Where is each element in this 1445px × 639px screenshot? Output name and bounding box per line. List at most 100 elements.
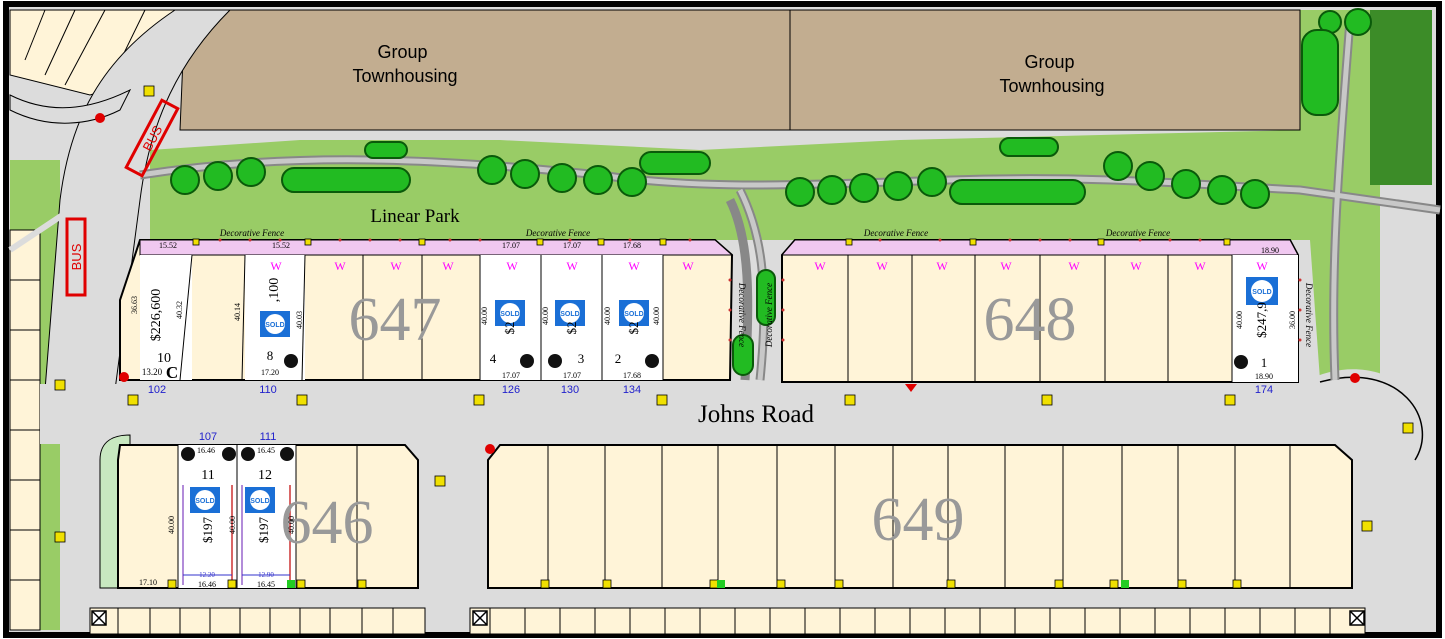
svg-text:W: W xyxy=(506,259,518,273)
left-lot-lines xyxy=(10,279,40,581)
bus-label-lower: BUS xyxy=(69,243,84,270)
lot-10[interactable]: 15.52 36.63 40.32 $226,600 10 13.20 102 xyxy=(130,241,184,396)
linear-park-label: Linear Park xyxy=(370,206,460,227)
sold-badge-lot-12: SOLD xyxy=(245,487,275,513)
hydrant-markers xyxy=(95,113,1360,454)
block-649[interactable] xyxy=(487,444,1353,589)
lot-2[interactable]: 17.68 40.00 40.00 $2 2 17.68 134 xyxy=(603,241,661,396)
fence-dots xyxy=(218,238,1302,342)
group-townhousing-2-line-1: Group xyxy=(1024,52,1074,72)
svg-text:1: 1 xyxy=(1261,355,1268,370)
svg-text:107: 107 xyxy=(199,431,217,443)
svg-text:130: 130 xyxy=(561,384,579,396)
svg-text:126: 126 xyxy=(502,384,520,396)
svg-text:$2: $2 xyxy=(626,322,641,335)
svg-text:40.00: 40.00 xyxy=(167,516,176,534)
svg-text:17.10: 17.10 xyxy=(139,578,157,587)
cul-de-sac xyxy=(1300,369,1420,466)
svg-text:3: 3 xyxy=(578,351,585,366)
svg-text:4: 4 xyxy=(490,351,497,366)
cul-de-sac-edge xyxy=(1319,376,1424,461)
svg-text:36.00: 36.00 xyxy=(1288,311,1297,329)
block-649-label: 649 xyxy=(872,486,965,554)
lot-12[interactable]: 111 16.45 12 40.00 40.00 $197 12.90 16.4… xyxy=(228,431,296,589)
svg-text:Decorative Fence: Decorative Fence xyxy=(764,283,774,348)
svg-text:$247,9: $247,9 xyxy=(1254,302,1269,338)
svg-text:111: 111 xyxy=(260,431,277,443)
group-townhousing-1-label: Group Townhousing xyxy=(352,42,457,86)
block-648-label: 648 xyxy=(984,286,1077,354)
svg-text:$226,600: $226,600 xyxy=(149,289,164,342)
svg-text:SOLD: SOLD xyxy=(250,498,269,505)
group-townhousing-1-area xyxy=(179,9,791,131)
shrubs xyxy=(281,29,1339,376)
group-townhousing-2-line-2: Townhousing xyxy=(999,76,1104,96)
bottom-lots-left xyxy=(89,607,426,635)
group-townhousing-2-label: Group Townhousing xyxy=(999,52,1104,96)
svg-text:W: W xyxy=(390,259,402,273)
svg-text:Decorative Fence: Decorative Fence xyxy=(1304,282,1314,347)
lot-tree-dots xyxy=(181,354,1248,461)
svg-text:16.45: 16.45 xyxy=(257,580,275,589)
lot-11[interactable]: 107 16.46 11 40.00 $197 12.20 16.46 17.1… xyxy=(139,431,217,589)
svg-text:10: 10 xyxy=(157,351,171,366)
bus-stop-lower[interactable]: BUS xyxy=(65,217,87,297)
svg-text:W: W xyxy=(814,259,826,273)
svg-text:11: 11 xyxy=(201,468,214,483)
svg-text:174: 174 xyxy=(1255,384,1273,396)
svg-text:W: W xyxy=(566,259,578,273)
svg-text:Decorative Fence: Decorative Fence xyxy=(863,228,928,238)
svg-text:W: W xyxy=(270,259,282,273)
lot-4[interactable]: 17.07 40.00 $2 4 17.07 126 xyxy=(480,241,520,396)
fence-labels: Decorative Fence Decorative Fence Decora… xyxy=(219,228,1314,348)
group-townhousing-2-area xyxy=(789,9,1301,131)
mailbox-markers xyxy=(54,85,1414,543)
svg-text:12.20: 12.20 xyxy=(199,571,215,579)
svg-text:W: W xyxy=(628,259,640,273)
svg-text:16.45: 16.45 xyxy=(257,446,275,455)
fence-posts xyxy=(167,238,1242,589)
johns-road-surface xyxy=(40,384,1420,444)
svg-text:W: W xyxy=(876,259,888,273)
svg-text:16.46: 16.46 xyxy=(197,446,215,455)
svg-text:36.63: 36.63 xyxy=(130,296,139,314)
svg-text:40.00: 40.00 xyxy=(1235,311,1244,329)
svg-text:18.90: 18.90 xyxy=(1261,246,1279,255)
svg-text:W: W xyxy=(936,259,948,273)
svg-text:W: W xyxy=(442,259,454,273)
svg-text:40.00: 40.00 xyxy=(652,307,661,325)
svg-text:16.46: 16.46 xyxy=(198,580,216,589)
svg-text:12: 12 xyxy=(258,468,272,483)
svg-text:134: 134 xyxy=(623,384,641,396)
lot-3[interactable]: 17.07 40.00 $2 3 17.07 130 xyxy=(541,241,584,396)
park-land xyxy=(150,10,1380,380)
svg-text:17.68: 17.68 xyxy=(623,241,641,250)
block-647-label: 647 xyxy=(349,286,442,354)
street-label: Johns Road xyxy=(698,401,814,428)
bottom-lots-right xyxy=(469,607,1366,635)
side-path-left xyxy=(8,197,87,253)
svg-text:12.90: 12.90 xyxy=(258,571,274,579)
block-647[interactable] xyxy=(119,239,734,381)
svg-text:102: 102 xyxy=(148,384,166,396)
sold-badge-lot-3: SOLD xyxy=(555,300,585,326)
svg-text:17.68: 17.68 xyxy=(623,371,641,380)
svg-text:17.20: 17.20 xyxy=(261,368,279,377)
lot-8[interactable]: 15.52 40.14 40.03 ,100 8 17.20 110 xyxy=(233,241,304,396)
svg-text:2: 2 xyxy=(615,351,622,366)
svg-text:17.07: 17.07 xyxy=(502,241,520,250)
block-646[interactable] xyxy=(99,434,419,589)
svg-text:40.32: 40.32 xyxy=(175,301,184,319)
svg-text:40.00: 40.00 xyxy=(541,307,550,325)
group-townhousing-1-line-1: Group xyxy=(377,42,427,62)
svg-text:SOLD: SOLD xyxy=(265,322,284,329)
svg-text:SOLD: SOLD xyxy=(624,311,643,318)
block-648[interactable] xyxy=(780,239,1299,383)
svg-text:$2: $2 xyxy=(502,322,517,335)
svg-text:SOLD: SOLD xyxy=(1252,289,1271,296)
corner-x-markers xyxy=(91,610,1365,626)
lot-1[interactable]: 18.90 40.00 36.00 $247,9 1 18.90 174 xyxy=(1235,246,1297,396)
svg-text:$2: $2 xyxy=(564,322,579,335)
svg-text:17.07: 17.07 xyxy=(563,241,581,250)
